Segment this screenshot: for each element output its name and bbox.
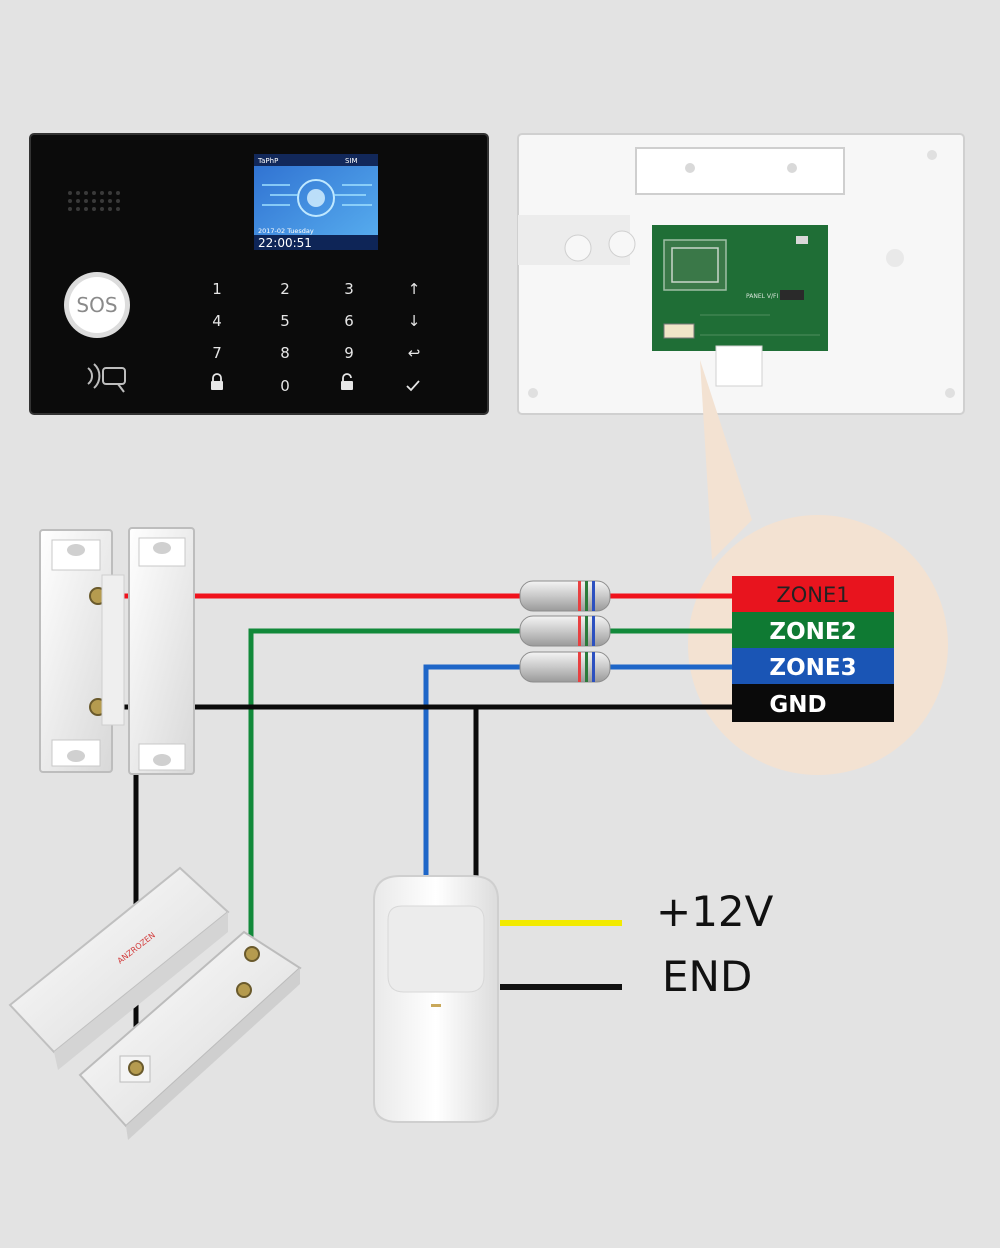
rfid-card-icon	[87, 363, 126, 393]
screen-status: SIM	[345, 157, 358, 165]
board-silkscreen: PANEL V/FI	[746, 293, 778, 300]
alarm-panel-front: TaPhP SIM 2017-02 Tuesday 22:00:51 SOS 1…	[29, 133, 489, 415]
key-5[interactable]: 5	[280, 312, 290, 330]
circuit-board: PANEL V/FI	[652, 225, 828, 351]
terminal-zone2-bg	[732, 612, 894, 648]
key-4[interactable]: 4	[212, 312, 222, 330]
confirm-check-icon[interactable]	[406, 380, 420, 392]
terminal-zone3-bg	[732, 648, 894, 684]
power-end-label: END	[662, 952, 752, 1001]
terminal-gnd-label: GND	[769, 692, 826, 718]
screen-date: 2017-02 Tuesday	[258, 227, 314, 235]
terminal-zone1-bg	[732, 576, 894, 612]
key-up[interactable]: ↑	[408, 280, 421, 298]
key-down[interactable]: ↓	[408, 312, 421, 330]
key-6[interactable]: 6	[344, 312, 354, 330]
key-back[interactable]: ↩	[408, 344, 421, 362]
terminal-zone2-label: ZONE2	[769, 619, 856, 645]
speaker-grille	[68, 191, 120, 211]
keypad: 1 2 3 ↑ 4 5 6 ↓ 7 8 9 ↩ 0	[212, 280, 420, 395]
sos-label: SOS	[76, 293, 117, 317]
floor-reed-sensor: ANZROZEN	[8, 866, 302, 1140]
unlock-icon[interactable]	[341, 373, 353, 390]
lock-icon[interactable]	[211, 373, 223, 390]
key-1[interactable]: 1	[212, 280, 222, 298]
resistor-zone2	[519, 615, 611, 647]
key-7[interactable]: 7	[212, 344, 222, 362]
key-8[interactable]: 8	[280, 344, 290, 362]
terminal-zone1-label: ZONE1	[776, 583, 849, 607]
door-contact-magnet	[128, 527, 195, 775]
key-9[interactable]: 9	[344, 344, 354, 362]
alarm-panel-back: PANEL V/FI	[517, 133, 965, 415]
terminal-block: ZONE1 ZONE2 ZONE3 GND	[732, 576, 894, 722]
key-2[interactable]: 2	[280, 280, 290, 298]
terminal-zone3-label: ZONE3	[769, 655, 856, 681]
resistor-zone3	[519, 651, 611, 683]
pir-motion-sensor	[373, 875, 499, 1123]
terminal-gnd-bg	[732, 684, 894, 722]
screen-header: TaPhP	[257, 157, 278, 165]
power-12v-label: +12V	[656, 887, 774, 936]
resistor-zone1	[519, 580, 611, 612]
door-contact-sensor	[39, 529, 125, 773]
lcd-screen: TaPhP SIM 2017-02 Tuesday 22:00:51	[254, 154, 378, 250]
key-3[interactable]: 3	[344, 280, 354, 298]
key-0[interactable]: 0	[280, 377, 290, 395]
wire-zone3	[423, 664, 736, 880]
screen-time: 22:00:51	[258, 236, 312, 250]
sos-button[interactable]: SOS	[64, 272, 130, 338]
